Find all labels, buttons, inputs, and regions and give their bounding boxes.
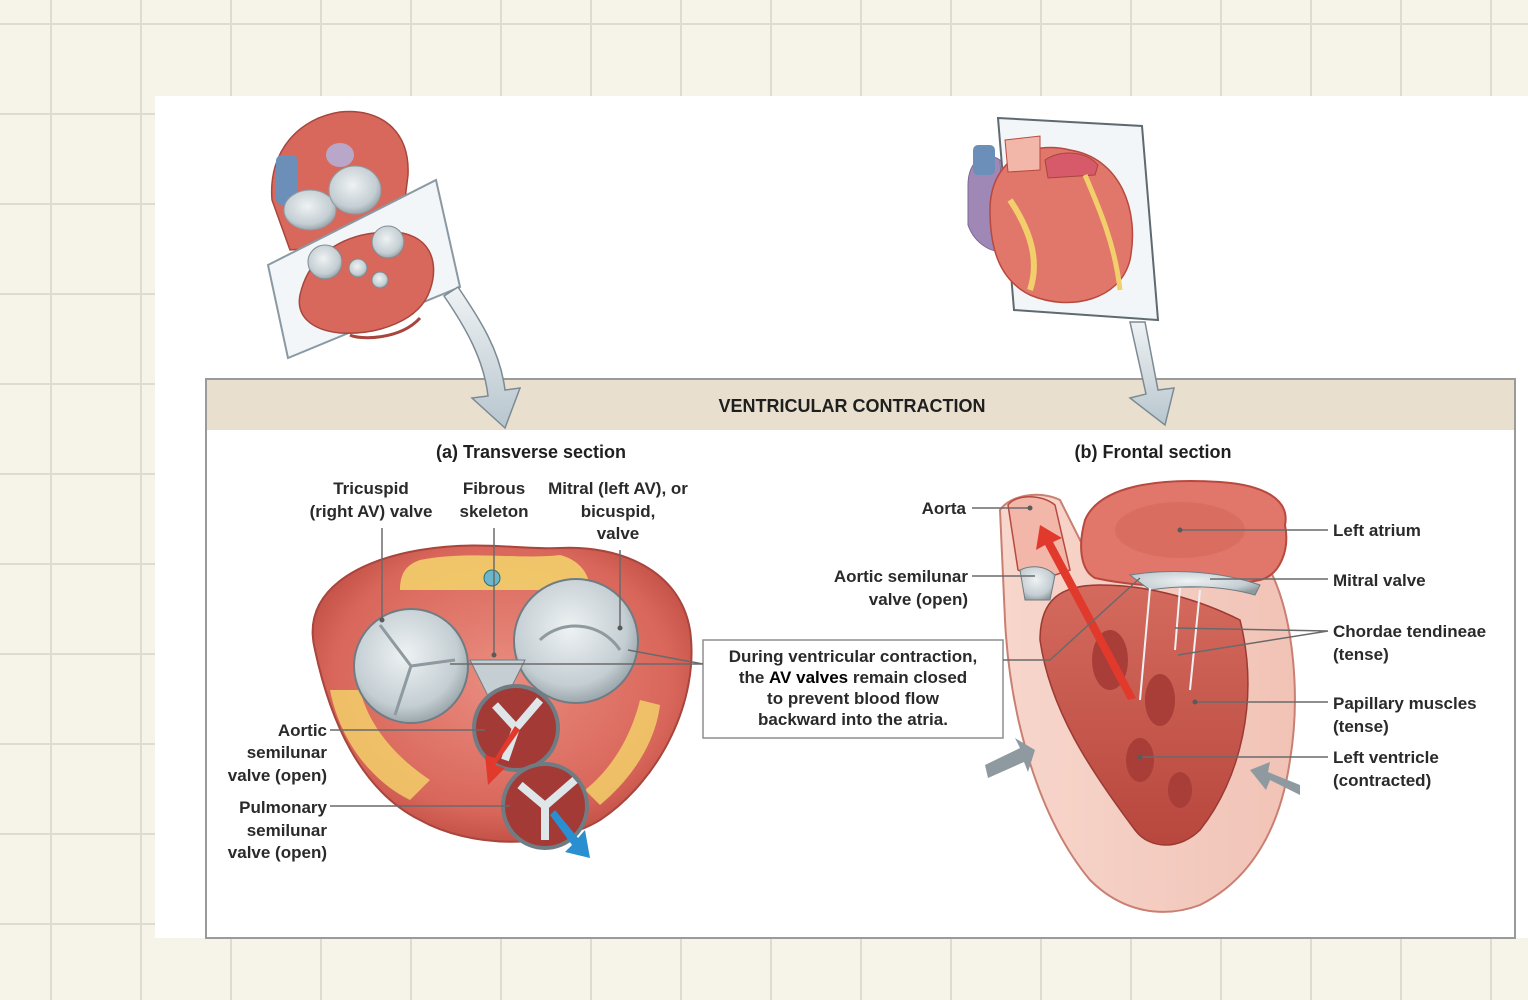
svg-text:semilunar: semilunar	[247, 821, 328, 840]
label-fibrous-skeleton: Fibrous skeleton	[460, 479, 529, 658]
svg-text:valve (open): valve (open)	[869, 590, 968, 609]
svg-text:Fibrous: Fibrous	[463, 479, 525, 498]
transverse-section-illustration	[311, 544, 693, 858]
svg-text:Tricuspid: Tricuspid	[333, 479, 409, 498]
svg-text:Pulmonary: Pulmonary	[239, 798, 327, 817]
panel-a-title: (a) Transverse section	[436, 442, 626, 462]
label-aortic-semilunar-b: Aortic semilunar valve (open)	[834, 567, 1035, 609]
frontal-section-illustration	[985, 479, 1300, 913]
svg-text:(right AV) valve: (right AV) valve	[310, 502, 433, 521]
label-mitral-bicuspid: Mitral (left AV), or bicuspid, valve	[548, 479, 688, 631]
callout-box: During ventricular contraction, the AV v…	[450, 577, 1141, 739]
label-pulmonary-semilunar: Pulmonary semilunar valve (open)	[228, 798, 510, 862]
callout-line-1: During ventricular contraction,	[729, 647, 977, 666]
frontal-pointer-arrow	[1128, 321, 1175, 427]
wall-arrow-right	[1250, 762, 1300, 795]
svg-text:semilunar: semilunar	[247, 743, 328, 762]
svg-text:Papillary muscles: Papillary muscles	[1333, 694, 1477, 713]
banner-title: VENTRICULAR CONTRACTION	[719, 396, 986, 416]
wall-arrow-left	[985, 738, 1035, 778]
svg-text:Left atrium: Left atrium	[1333, 521, 1421, 540]
label-aorta: Aorta	[922, 499, 1033, 518]
transverse-pointer-arrow	[442, 285, 522, 430]
label-left-atrium: Left atrium	[1177, 521, 1421, 540]
svg-text:Mitral (left AV), or: Mitral (left AV), or	[548, 479, 688, 498]
transverse-thumbnail	[266, 110, 462, 360]
svg-text:(tense): (tense)	[1333, 645, 1389, 664]
svg-text:skeleton: skeleton	[460, 502, 529, 521]
banner	[207, 380, 1514, 430]
svg-text:Aortic semilunar: Aortic semilunar	[834, 567, 969, 586]
label-mitral-valve: Mitral valve	[1210, 571, 1426, 590]
callout-line-4: backward into the atria.	[758, 710, 948, 729]
aortic-flow-arrow	[485, 726, 520, 785]
svg-text:(contracted): (contracted)	[1333, 771, 1431, 790]
svg-text:bicuspid,: bicuspid,	[581, 502, 656, 521]
svg-text:Mitral valve: Mitral valve	[1333, 571, 1426, 590]
label-left-ventricle: Left ventricle (contracted)	[1137, 748, 1439, 790]
label-papillary-muscles: Papillary muscles (tense)	[1192, 694, 1477, 736]
svg-text:valve (open): valve (open)	[228, 843, 327, 862]
aortic-outflow-arrow	[1036, 525, 1136, 700]
label-aortic-semilunar-a: Aortic semilunar valve (open)	[228, 721, 485, 785]
callout-line-2: the AV valves remain closed	[739, 668, 967, 687]
svg-text:Left ventricle: Left ventricle	[1333, 748, 1439, 767]
svg-text:(tense): (tense)	[1333, 717, 1389, 736]
svg-text:Aortic: Aortic	[278, 721, 327, 740]
frontal-thumbnail	[967, 116, 1160, 322]
svg-text:Chordae tendineae: Chordae tendineae	[1333, 622, 1486, 641]
panel-b-title: (b) Frontal section	[1075, 442, 1232, 462]
svg-text:valve (open): valve (open)	[228, 766, 327, 785]
svg-text:valve: valve	[597, 524, 640, 543]
callout-line-3: to prevent blood flow	[767, 689, 940, 708]
svg-text:Aorta: Aorta	[922, 499, 967, 518]
pulmonary-flow-arrow	[550, 810, 590, 858]
label-tricuspid: Tricuspid (right AV) valve	[310, 479, 433, 623]
label-chordae-tendineae: Chordae tendineae (tense)	[1174, 622, 1486, 664]
